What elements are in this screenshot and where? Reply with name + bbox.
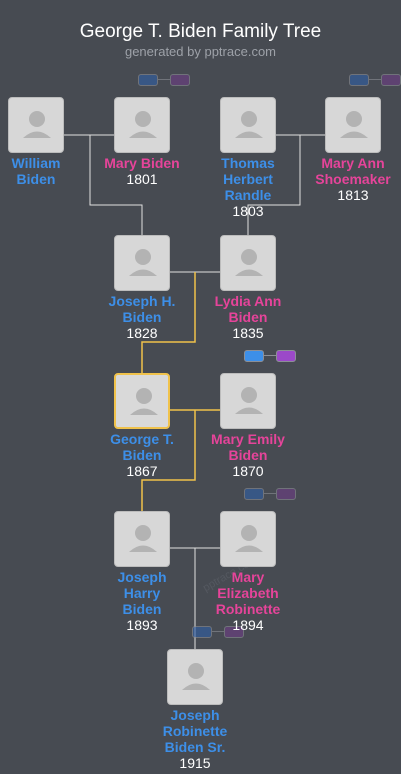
- birth-year: 1813: [337, 187, 369, 203]
- connector-g1-right-down: [247, 135, 301, 236]
- birth-year: 1893: [126, 617, 158, 633]
- person-card-joseph-robinette-biden-sr[interactable]: Joseph Robinette Biden Sr.1915: [135, 649, 255, 771]
- avatar[interactable]: [167, 649, 223, 705]
- avatar[interactable]: [220, 97, 276, 153]
- birth-year: 1894: [232, 617, 264, 633]
- person-name[interactable]: Joseph Robinette Biden Sr.: [162, 707, 228, 755]
- birth-year: 1828: [126, 325, 158, 341]
- button-link: [369, 79, 381, 80]
- avatar[interactable]: [114, 511, 170, 567]
- person-name[interactable]: Joseph H. Biden: [108, 293, 176, 325]
- button-link: [264, 493, 276, 494]
- person-silhouette-icon: [23, 111, 51, 138]
- page-subtitle: generated by pptrace.com: [124, 44, 277, 59]
- person-card-william-biden[interactable]: William Biden: [0, 97, 96, 187]
- expand-buttons-mary-ann[interactable]: [349, 74, 401, 86]
- person-silhouette-icon: [235, 525, 263, 552]
- connector-g3-down: [141, 410, 196, 512]
- expand-mother-button[interactable]: [381, 74, 401, 86]
- person-name[interactable]: Mary Emily Biden: [211, 431, 285, 463]
- avatar[interactable]: [8, 97, 64, 153]
- avatar[interactable]: [114, 97, 170, 153]
- expand-buttons-mary-emily[interactable]: [244, 350, 300, 362]
- person-name[interactable]: Joseph Harry Biden: [117, 569, 167, 617]
- avatar[interactable]: [325, 97, 381, 153]
- avatar[interactable]: [114, 235, 170, 291]
- person-silhouette-icon: [340, 111, 368, 138]
- person-name[interactable]: George T. Biden: [110, 431, 174, 463]
- person-name[interactable]: Mary Biden: [104, 155, 180, 171]
- connector-g1-left-down: [89, 135, 143, 236]
- expand-mother-button[interactable]: [276, 488, 296, 500]
- expand-father-button[interactable]: [138, 74, 158, 86]
- person-name[interactable]: Mary Elizabeth Robinette: [215, 569, 281, 617]
- person-silhouette-icon: [235, 387, 263, 414]
- person-name[interactable]: Mary Ann Shoemaker: [315, 155, 391, 187]
- person-silhouette-icon: [235, 249, 263, 276]
- button-link: [264, 355, 276, 356]
- expand-father-button[interactable]: [192, 626, 212, 638]
- birth-year: 1915: [179, 755, 211, 771]
- birth-year: 1835: [232, 325, 264, 341]
- page-title: George T. Biden Family Tree: [79, 21, 322, 42]
- expand-buttons-joseph-robinette[interactable]: [192, 626, 248, 638]
- connector-g2-down: [141, 272, 196, 374]
- avatar[interactable]: [220, 511, 276, 567]
- person-silhouette-icon: [182, 663, 210, 690]
- avatar[interactable]: [220, 235, 276, 291]
- expand-mother-button[interactable]: [170, 74, 190, 86]
- person-name[interactable]: William Biden: [11, 155, 61, 187]
- person-name[interactable]: Thomas Herbert Randle: [221, 155, 275, 203]
- person-silhouette-icon: [129, 249, 157, 276]
- expand-mother-button[interactable]: [224, 626, 244, 638]
- expand-father-button[interactable]: [244, 350, 264, 362]
- expand-buttons-mary-elizabeth[interactable]: [244, 488, 300, 500]
- expand-father-button[interactable]: [244, 488, 264, 500]
- birth-year: 1803: [232, 203, 264, 219]
- birth-year: 1801: [126, 171, 158, 187]
- birth-year: 1870: [232, 463, 264, 479]
- avatar[interactable]: [114, 373, 170, 429]
- expand-mother-button[interactable]: [276, 350, 296, 362]
- expand-buttons-mary-biden[interactable]: [138, 74, 194, 86]
- person-silhouette-icon: [130, 388, 158, 415]
- person-silhouette-icon: [129, 111, 157, 138]
- button-link: [158, 79, 170, 80]
- avatar[interactable]: [220, 373, 276, 429]
- person-silhouette-icon: [235, 111, 263, 138]
- person-name[interactable]: Lydia Ann Biden: [214, 293, 282, 325]
- birth-year: 1867: [126, 463, 158, 479]
- button-link: [212, 631, 224, 632]
- expand-father-button[interactable]: [349, 74, 369, 86]
- person-silhouette-icon: [129, 525, 157, 552]
